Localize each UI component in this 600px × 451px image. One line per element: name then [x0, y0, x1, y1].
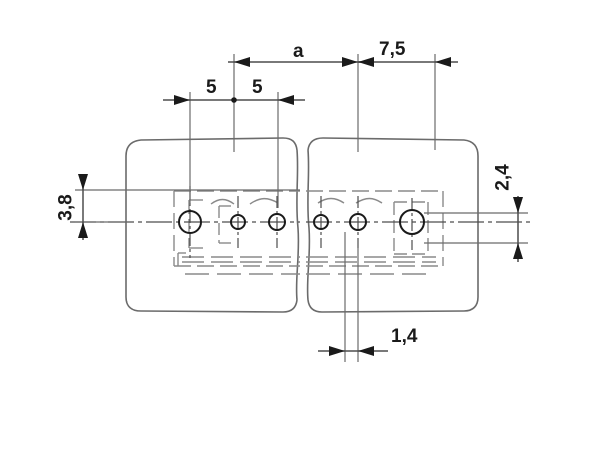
dimension-1-4	[318, 346, 388, 356]
dimension-label-5-left: 5	[206, 77, 217, 98]
hole-6	[399, 209, 425, 235]
hole-2	[230, 214, 246, 230]
center-lines	[70, 186, 532, 258]
housing-outline-left	[125, 137, 300, 313]
dimension-5-pair	[163, 95, 305, 105]
extension-lines	[75, 54, 528, 362]
dimension-7-5	[358, 57, 458, 67]
dimension-label-7-5: 7,5	[379, 39, 406, 60]
dimension-label-2-4: 2,4	[492, 164, 514, 191]
dimension-3-8	[78, 174, 88, 240]
mounting-holes	[178, 209, 425, 235]
dimension-label-a: a	[293, 41, 304, 62]
dimension-label-5-right: 5	[252, 77, 263, 98]
hidden-contour-lines	[173, 190, 444, 275]
hole-5	[349, 213, 367, 231]
dimension-a	[228, 57, 364, 67]
hole-1	[178, 210, 202, 234]
dimension-label-3-8: 3,8	[55, 194, 77, 221]
housing-outline-right	[306, 137, 479, 313]
dimension-label-1-4: 1,4	[391, 326, 418, 347]
hole-4	[313, 214, 329, 230]
hole-3	[268, 213, 286, 231]
dimension-2-4	[513, 196, 523, 262]
